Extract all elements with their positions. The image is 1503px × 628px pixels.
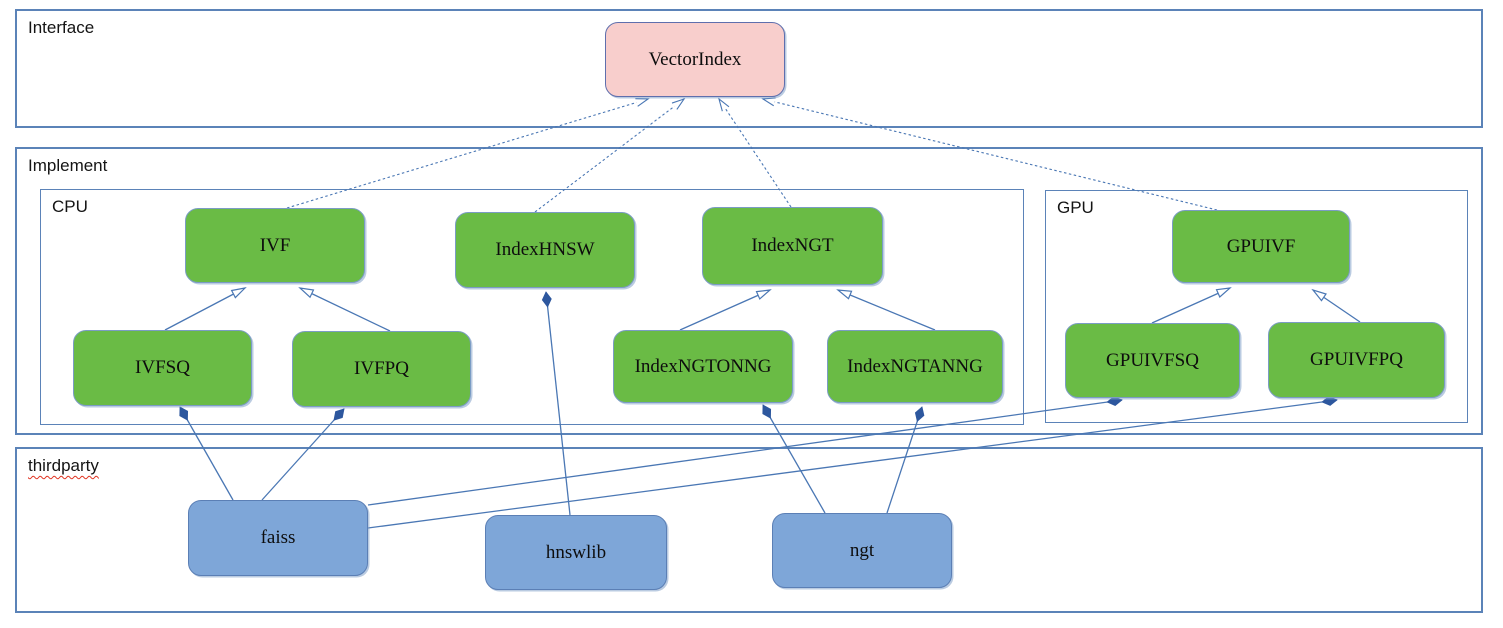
node-faiss[interactable]: faiss	[188, 500, 368, 576]
node-gpuivfsq[interactable]: GPUIVFSQ	[1065, 323, 1240, 398]
node-gpuivfsq-label: GPUIVFSQ	[1106, 349, 1199, 371]
node-indexngtanng[interactable]: IndexNGTANNG	[827, 330, 1003, 403]
node-indexngt[interactable]: IndexNGT	[702, 207, 883, 285]
node-gpuivfpq[interactable]: GPUIVFPQ	[1268, 322, 1445, 398]
node-gpuivf-label: GPUIVF	[1226, 235, 1296, 257]
node-ngt-label: ngt	[849, 539, 875, 561]
node-gpuivf[interactable]: GPUIVF	[1172, 210, 1350, 283]
node-ivf[interactable]: IVF	[185, 208, 365, 283]
container-implement-label: Implement	[28, 156, 108, 175]
node-indexhnsw-label: IndexHNSW	[495, 239, 595, 260]
container-interface-label: Interface	[28, 18, 95, 37]
node-indexngtanng-label: IndexNGTANNG	[847, 355, 983, 377]
node-ivfsq-label: IVFSQ	[135, 357, 190, 378]
node-indexngtonng[interactable]: IndexNGTONNG	[613, 330, 793, 403]
node-vectorindex-label: VectorIndex	[648, 48, 742, 70]
node-faiss-label: faiss	[260, 527, 296, 548]
node-vectorindex[interactable]: VectorIndex	[605, 22, 785, 97]
node-gpuivfpq-label: GPUIVFPQ	[1310, 349, 1403, 370]
node-hnswlib-label: hnswlib	[545, 541, 607, 563]
container-thirdparty-label: thirdparty	[28, 456, 99, 475]
node-indexhnsw[interactable]: IndexHNSW	[455, 212, 635, 288]
node-ivfsq[interactable]: IVFSQ	[73, 330, 252, 406]
node-indexngtonng-label: IndexNGTONNG	[634, 355, 772, 377]
node-hnswlib[interactable]: hnswlib	[485, 515, 667, 590]
container-cpu-label: CPU	[52, 197, 88, 216]
node-ivfpq-label: IVFPQ	[354, 358, 409, 379]
node-indexngt-label: IndexNGT	[751, 235, 834, 256]
node-ivfpq[interactable]: IVFPQ	[292, 331, 471, 407]
node-ivf-label: IVF	[259, 234, 291, 256]
node-ngt[interactable]: ngt	[772, 513, 952, 588]
container-gpu-label: GPU	[1057, 198, 1094, 217]
